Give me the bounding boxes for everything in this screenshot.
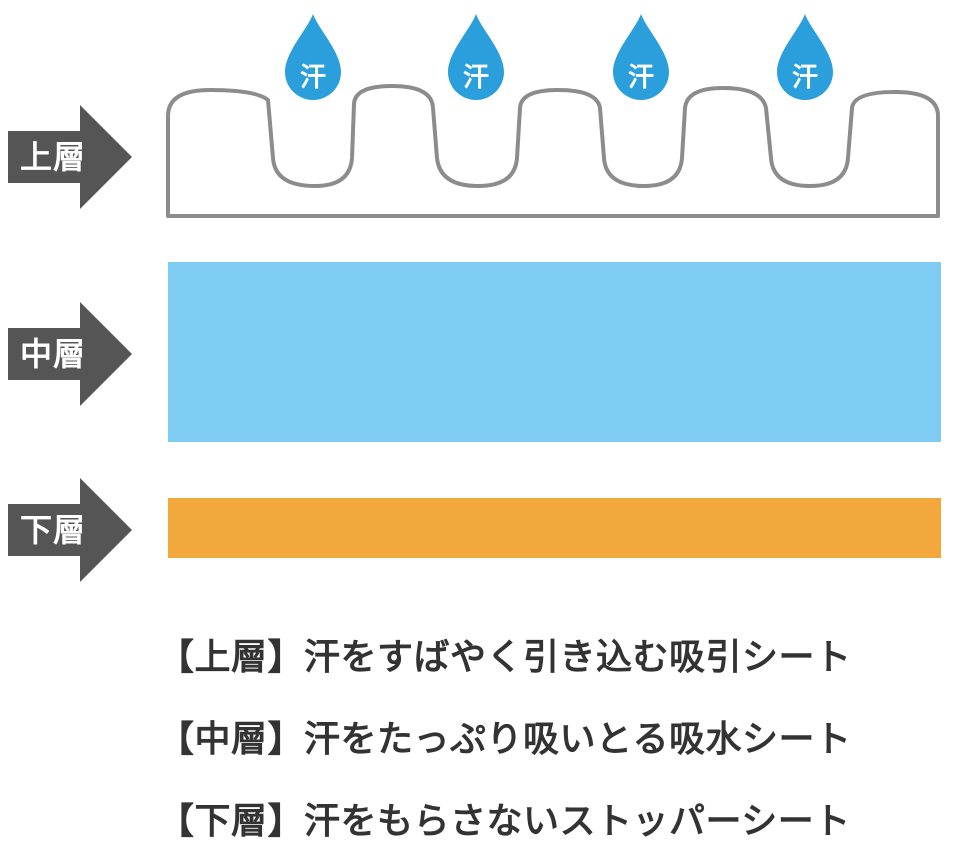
sweat-drop-label: 汗 bbox=[792, 63, 818, 93]
middle-layer-sheet bbox=[168, 262, 941, 442]
upper-layer-label: 上層 bbox=[20, 138, 87, 176]
lower-layer-label: 下層 bbox=[20, 511, 87, 549]
sweat-drop-label: 汗 bbox=[463, 63, 489, 93]
sweat-drop-icon: 汗 bbox=[285, 14, 341, 100]
sweat-drop-label: 汗 bbox=[628, 63, 654, 93]
upper-layer-sheet: 汗 汗 汗 汗 bbox=[166, 14, 940, 218]
upper-layer-outline bbox=[166, 84, 940, 218]
sweat-drop-icon: 汗 bbox=[613, 14, 669, 100]
arrow-right-icon bbox=[8, 478, 132, 582]
upper-layer-description: 【上層】汗をすばやく引き込む吸引シート bbox=[158, 637, 852, 678]
sweat-drop-label: 汗 bbox=[300, 63, 326, 93]
sweat-drop-icon: 汗 bbox=[448, 14, 504, 100]
middle-layer-label: 中層 bbox=[20, 335, 87, 373]
upper-layer-arrow: 上層 bbox=[8, 105, 132, 209]
lower-layer-sheet bbox=[168, 498, 941, 558]
lower-layer-description: 【下層】汗をもらさないストッパーシート bbox=[158, 801, 851, 842]
sweat-drop-icon: 汗 bbox=[777, 14, 833, 100]
middle-layer-description: 【中層】汗をたっぷり吸いとる吸水シート bbox=[158, 719, 852, 760]
arrow-right-icon bbox=[8, 105, 132, 209]
middle-layer-arrow: 中層 bbox=[8, 302, 132, 406]
lower-layer-arrow: 下層 bbox=[8, 478, 132, 582]
arrow-right-icon bbox=[8, 302, 132, 406]
